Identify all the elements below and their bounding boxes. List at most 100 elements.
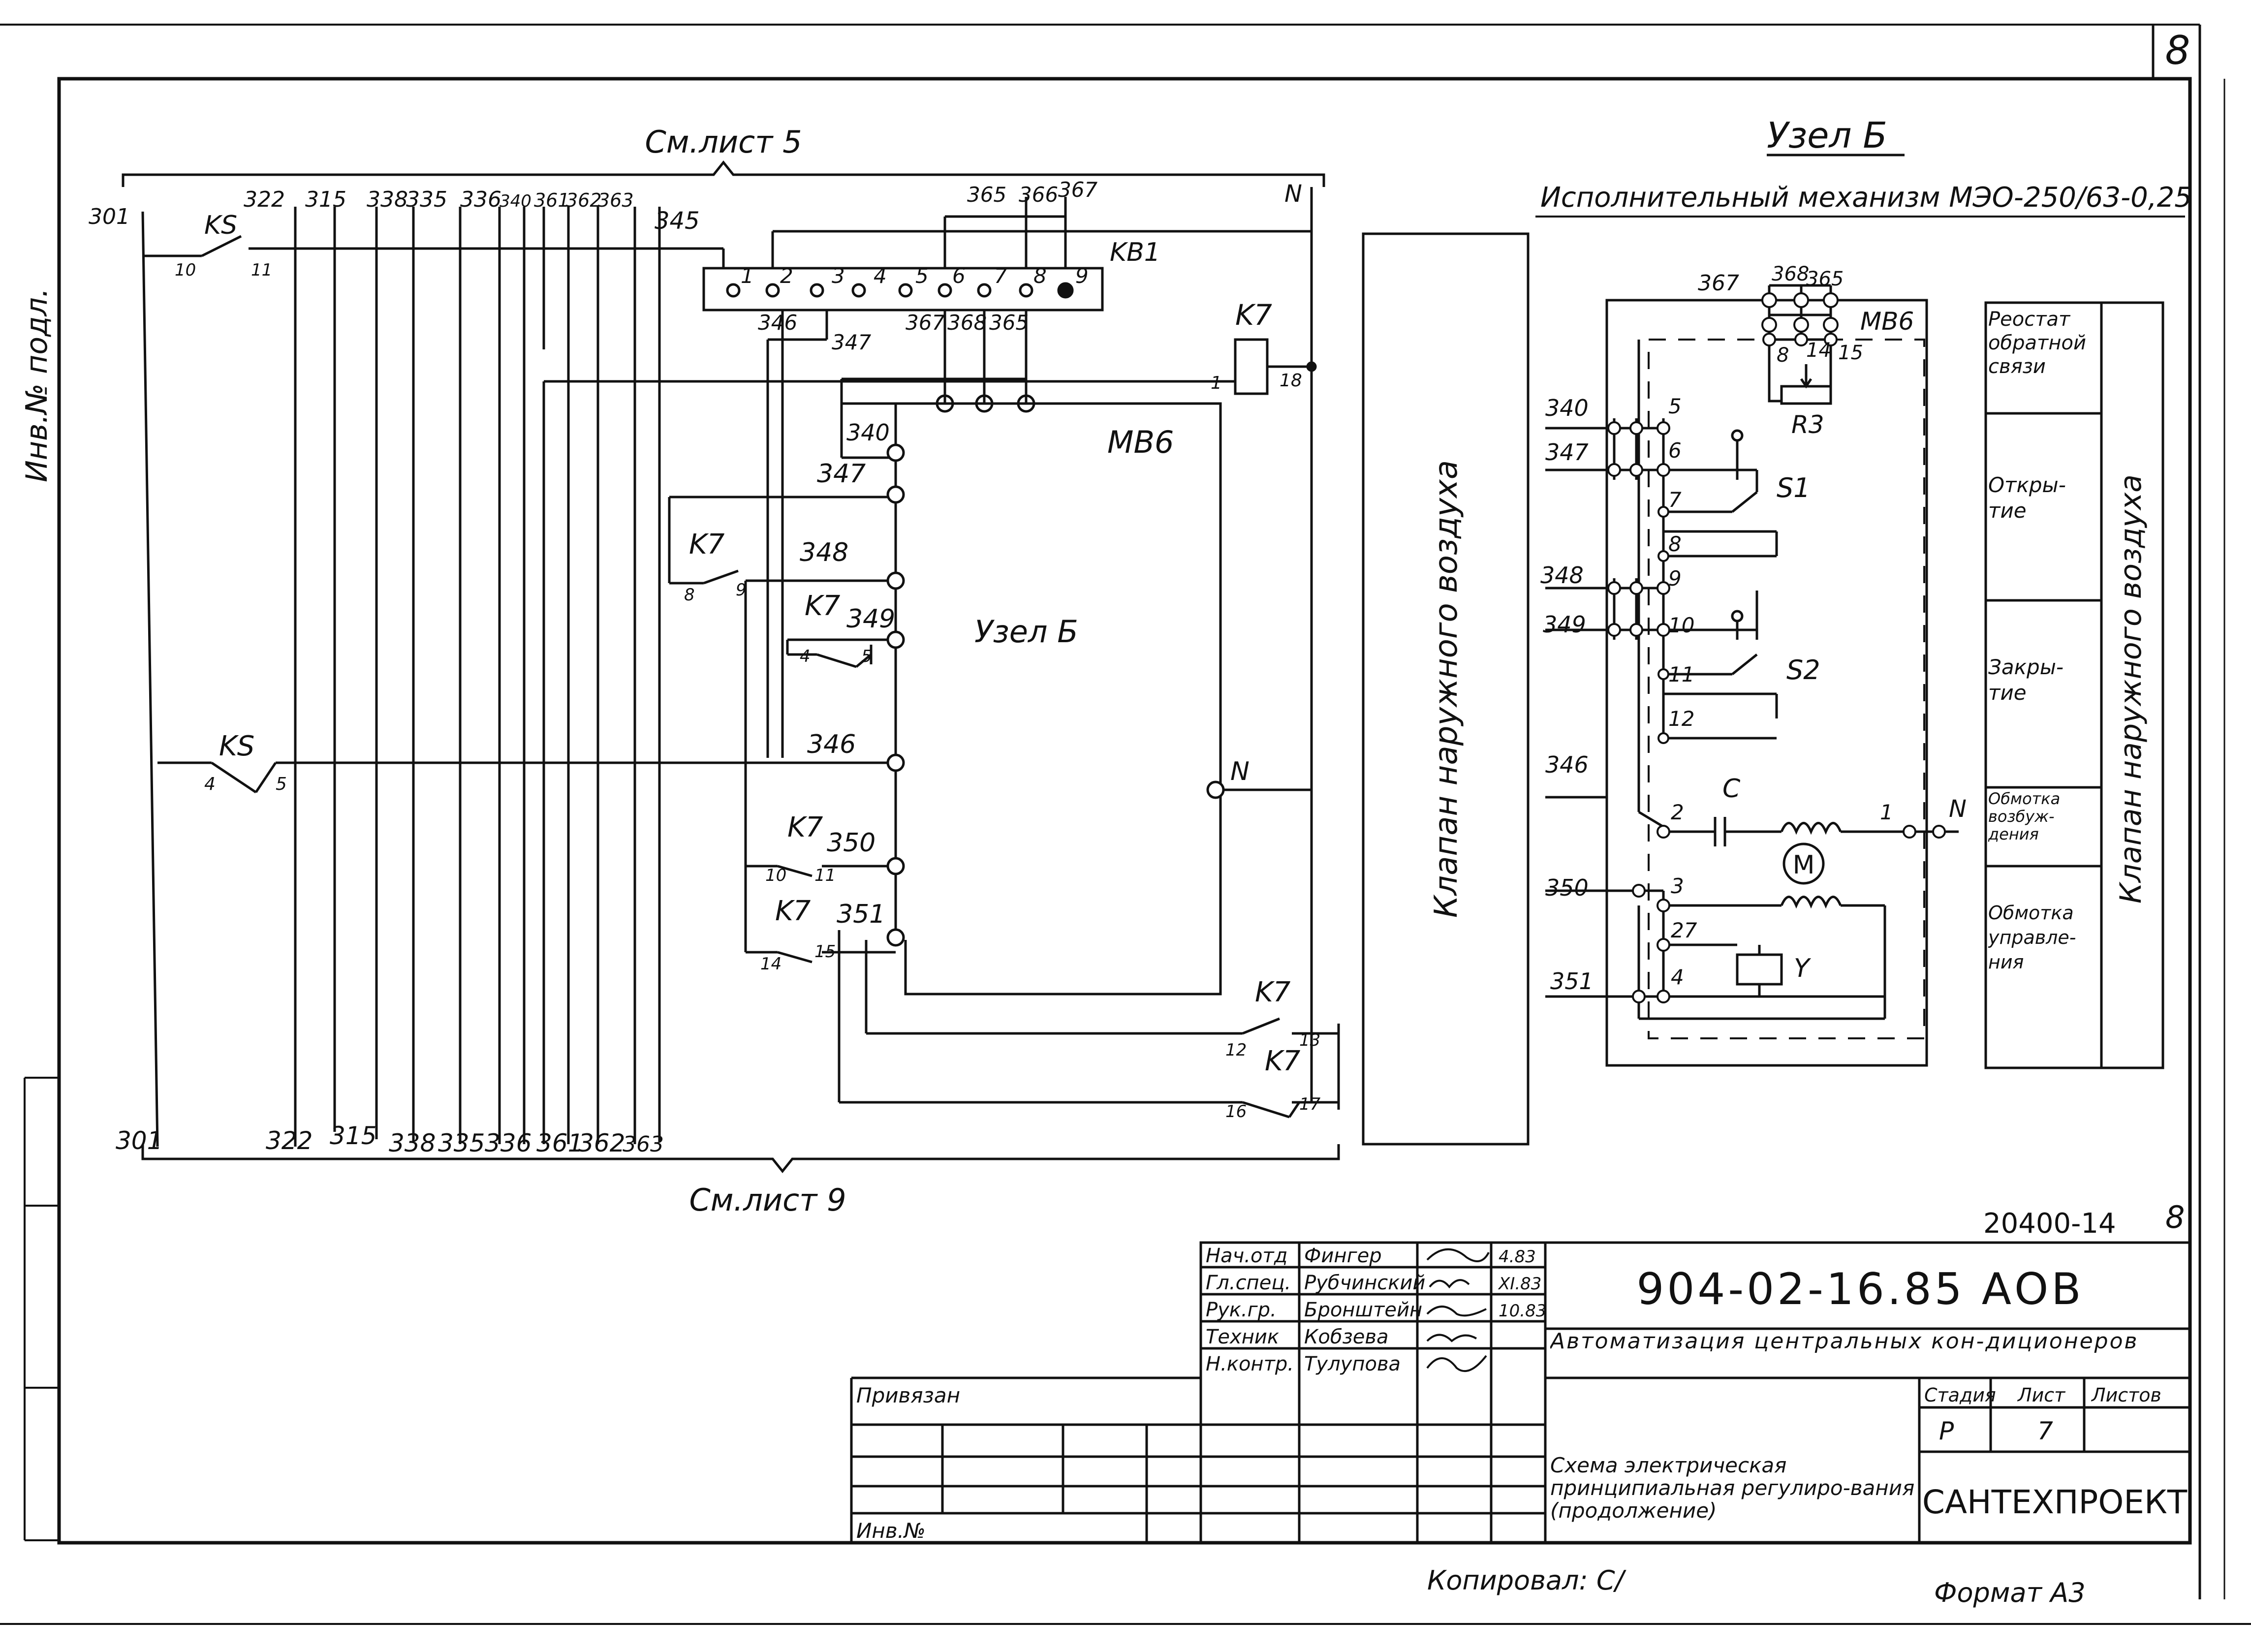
node-b-pin-1: 1	[1880, 800, 1893, 824]
kb1-terminal-block	[702, 267, 1104, 312]
node-b-wire-348: 348	[1540, 562, 1584, 589]
name-4: Кобзева	[1304, 1326, 1389, 1348]
node-b-mb6-pin-8: 8	[1777, 344, 1789, 367]
mb6-wire-340: 340	[846, 419, 890, 446]
role-4: Техник	[1206, 1326, 1279, 1348]
kb1-terminal-8: 8	[1033, 264, 1047, 288]
mb6-wire-350: 350	[827, 828, 875, 858]
kb1-terminal-numbers: 1 2 3 4 5 6 7 8 9	[741, 264, 1089, 288]
role-3: Рук.гр.	[1206, 1299, 1277, 1321]
node-b-mb6-pin-14: 14	[1806, 339, 1831, 362]
role-5: Н.контр.	[1206, 1353, 1294, 1375]
k7-contact-2-pin-a: 4	[800, 647, 811, 666]
bus-label-315-bottom: 315	[330, 1122, 376, 1150]
footer-copied: Копировал: С/	[1427, 1565, 1627, 1596]
node-b-top-wire-367: 367	[1698, 271, 1739, 296]
node-b-neutral: N	[1949, 795, 1967, 823]
node-b-legend-table	[1984, 301, 2164, 1069]
k7-contact-labels: K7 8 9 K7 4 5 K7 10 11 K7 14 15 K7 12 13…	[684, 529, 1321, 1122]
ks-top-pin-a: 10	[175, 260, 196, 280]
title-block-drawing-title: Схема электрическая принципиальная регул…	[1550, 1454, 1915, 1523]
title-block-sheet-header: Лист	[2017, 1384, 2066, 1406]
bus-neutral-top: N	[1284, 180, 1302, 208]
mb6-wire-347: 347	[817, 459, 866, 489]
kb1-top-wire-labels: 365 366 367	[967, 178, 1097, 207]
k7-contact-5-label: K7	[1255, 976, 1291, 1008]
node-b-terminals	[1607, 292, 1946, 1003]
mb6-wire-labels: 340 347 348 349 346 350 351	[800, 419, 895, 929]
bus-label-362-bottom: 362	[578, 1129, 625, 1157]
bus-label-335-bottom: 335	[438, 1129, 485, 1157]
k7-contact-3-pin-b: 11	[814, 866, 836, 885]
title-block-grid	[850, 1241, 2191, 1544]
node-b-title: Узел Б	[1767, 115, 1887, 156]
k7-contact-3-pin-a: 10	[765, 866, 786, 885]
kb1-terminal-1: 1	[741, 264, 754, 288]
sheet-frame	[0, 24, 2251, 1625]
node-b-wire-350: 350	[1545, 874, 1589, 901]
kb1-terminal-4: 4	[874, 264, 887, 288]
k7-contact-1-label: K7	[689, 529, 725, 561]
mb6-wire-349: 349	[846, 604, 895, 634]
bus-wires	[141, 187, 1313, 1147]
node-b-pin-12: 12	[1668, 707, 1694, 731]
bus-label-336-top: 336	[460, 187, 501, 212]
kb1-wiring	[722, 197, 1312, 758]
node-b-top-wire-368: 368	[1772, 263, 1809, 285]
bottom-sheet-ref: См.лист 9	[689, 1182, 846, 1218]
doc-code-small: 20400-14	[1983, 1208, 2116, 1240]
mb6-wire-351: 351	[837, 900, 885, 929]
relay-k7-label: K7	[1235, 298, 1272, 332]
ks-contact-top	[201, 235, 242, 257]
node-b-s2: S2	[1786, 655, 1820, 686]
bottom-bracket	[141, 1144, 1340, 1174]
name-1: Фингер	[1304, 1245, 1382, 1267]
role-1: Нач.отд	[1206, 1245, 1287, 1267]
bus-label-301-top: 301	[89, 204, 130, 229]
title-block-stage: Р	[1939, 1417, 1954, 1445]
title-block-project: Автоматизация центральных кон-диционеров	[1550, 1331, 2139, 1354]
bus-labels-top: 301 322 315 338 335 336 340 361 362 363	[89, 187, 634, 229]
node-b-pin-8: 8	[1668, 532, 1682, 556]
ks-top-pin-b: 11	[251, 260, 272, 280]
kb1-terminal-6: 6	[952, 264, 966, 288]
sheet-corner-number: 8	[2165, 28, 2190, 73]
k7-contact-3-label: K7	[787, 811, 823, 843]
margin-note: Инв.№ подл.	[20, 288, 54, 482]
kb1-terminal-7: 7	[994, 264, 1007, 288]
node-b-wire-346: 346	[1545, 751, 1589, 778]
k7-contact-6-pin-a: 16	[1225, 1102, 1247, 1122]
kb1-bottom-wire-346: 346	[758, 311, 797, 335]
bus-label-362-top: 362	[566, 189, 602, 211]
node-b-coil: Y	[1794, 954, 1812, 983]
node-b-pin-2: 2	[1671, 800, 1684, 824]
date-2: XI.83	[1498, 1274, 1541, 1294]
node-b-labels: 367 368 365 MB6 8 14 15 R3 340 347 348 3…	[1540, 263, 1967, 995]
kb1-bottom-wire-368: 368	[947, 311, 987, 335]
role-2: Гл.спец.	[1206, 1272, 1291, 1294]
bus-label-338-top: 338	[367, 187, 408, 212]
date-1: 4.83	[1499, 1247, 1536, 1267]
k7-contact-2-label: K7	[805, 590, 841, 622]
node-b-top-wire-365: 365	[1806, 268, 1844, 290]
k7-contact-1-pin-b: 9	[736, 580, 747, 600]
k7-contact-5-pin-b: 13	[1299, 1030, 1320, 1050]
legend-opening: Откры-тие	[1988, 473, 2066, 523]
ks-mid-pin-a: 4	[204, 774, 216, 794]
name-2: Рубчинский	[1304, 1272, 1425, 1294]
legend-excitation-winding: Обмотка возбуж-дения	[1988, 790, 2061, 843]
legend-feedback-rheostat: Реостат обратной связи	[1988, 308, 2086, 378]
node-b-wiring	[1545, 284, 1959, 1067]
node-b-pin-4: 4	[1671, 965, 1684, 989]
kb1-bottom-wire-labels: 346 347 367 368 365	[758, 311, 1029, 354]
bus-label-363-top: 363	[598, 189, 634, 211]
bus-label-363-bottom: 363	[623, 1132, 664, 1157]
title-block-sheets-header: Листов	[2091, 1384, 2161, 1406]
handwritten-signatures	[1426, 1248, 1490, 1372]
kb1-bottom-wire-347: 347	[832, 330, 871, 354]
bus-label-340-top: 340	[500, 191, 531, 211]
node-b-wire-347: 347	[1545, 439, 1589, 466]
left-valve-label: Клапан наружного воздуха	[1428, 460, 1465, 918]
k7-contact-5-pin-a: 12	[1225, 1040, 1247, 1060]
